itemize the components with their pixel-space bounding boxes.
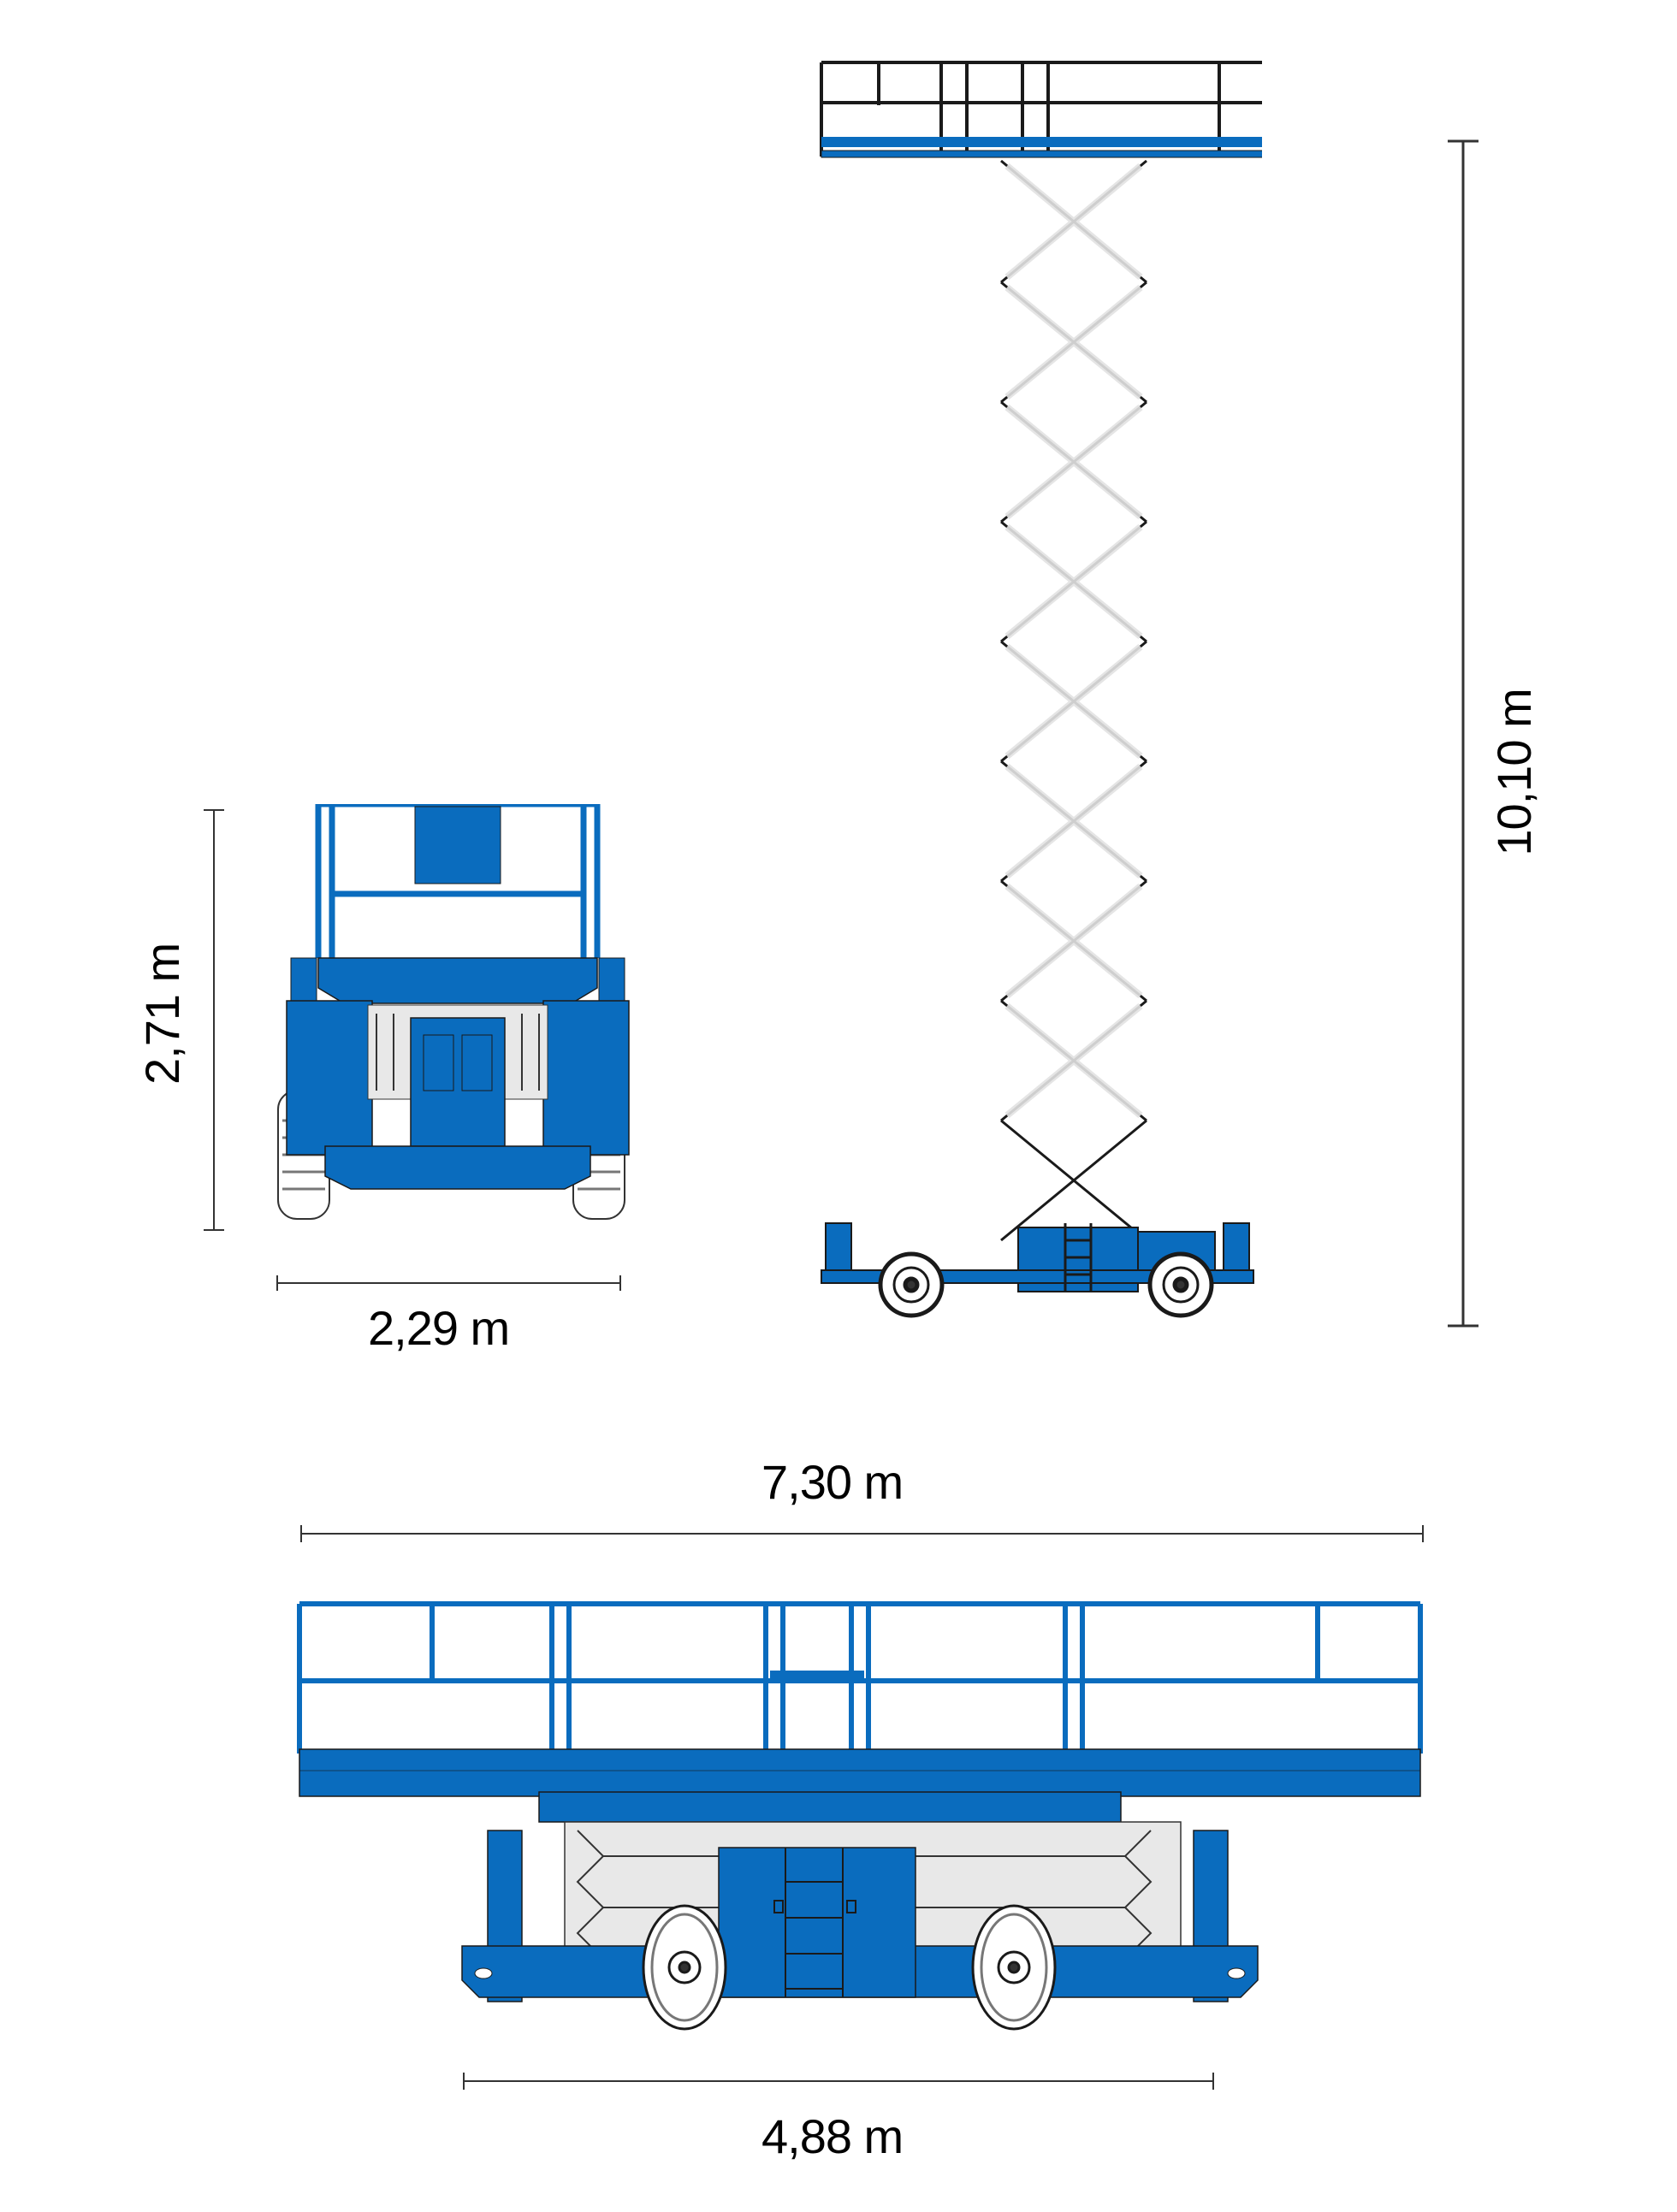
dimension-line-extended-deck-length <box>300 1525 1424 1542</box>
dimension-label-stowed-height: 2,71 m <box>135 943 189 1085</box>
dimension-label-machine-length: 4,88 m <box>761 2109 904 2163</box>
side-view-stowed <box>297 1601 1423 2031</box>
dimension-line-stowed-height <box>204 809 224 1231</box>
dimension-label-working-height: 10,10 m <box>1487 689 1541 856</box>
stowed-wheel-left <box>642 1904 727 2031</box>
elevated-wheel-left <box>878 1251 945 1318</box>
dimension-line-machine-length <box>463 2073 1214 2090</box>
dimension-line-working-height <box>1448 139 1478 1328</box>
dimension-label-overall-width: 2,29 m <box>368 1301 510 1355</box>
front-guardrail <box>315 804 601 958</box>
stowed-wheel-right <box>971 1904 1057 2031</box>
stowed-guardrail <box>297 1601 1423 1754</box>
side-view-elevated <box>820 61 1262 1318</box>
dimension-label-extended-deck-length: 7,30 m <box>761 1455 904 1509</box>
front-view <box>277 804 630 1220</box>
dimension-line-overall-width <box>276 1275 621 1291</box>
elevated-wheel-right <box>1147 1251 1214 1318</box>
